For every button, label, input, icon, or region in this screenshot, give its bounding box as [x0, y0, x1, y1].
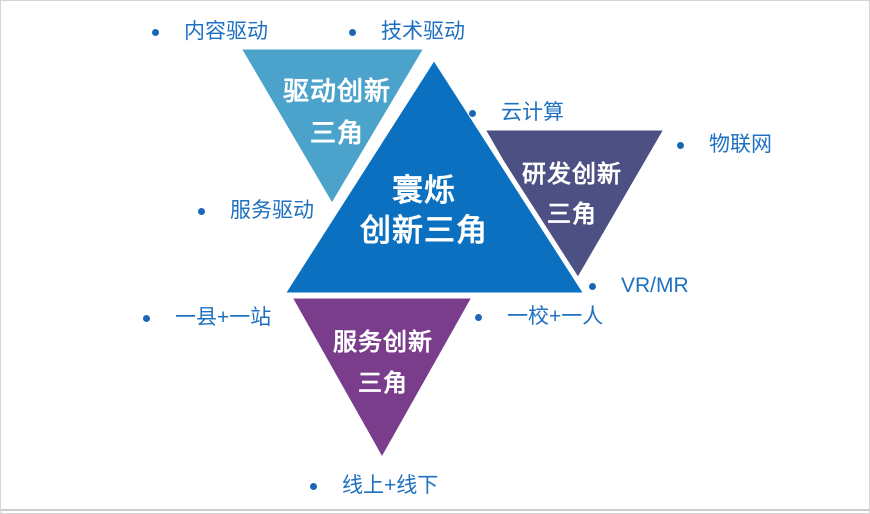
- bullet-icon: [143, 314, 150, 322]
- label-content-drive: 内容驱动: [152, 18, 268, 46]
- bullet-icon: [589, 282, 596, 290]
- triangle-drive-innovation: [233, 44, 432, 212]
- triangle-service-innovation: [284, 293, 480, 467]
- label-vr-mr: VR/MR: [589, 272, 689, 300]
- bullet-icon: [677, 141, 684, 149]
- label-text: 内容驱动: [184, 20, 268, 43]
- bullet-icon: [349, 28, 356, 36]
- label-text: 一县+一站: [175, 306, 272, 329]
- label-cloud-computing: 云计算: [469, 99, 564, 127]
- label-text: VR/MR: [621, 274, 689, 297]
- label-text: 一校+一人: [507, 305, 604, 328]
- label-text: 物联网: [709, 133, 772, 156]
- bullet-icon: [310, 482, 317, 490]
- label-online-offline: 线上+线下: [310, 472, 438, 500]
- bullet-icon: [469, 109, 476, 117]
- label-service-drive: 服务驱动: [198, 197, 314, 225]
- label-county-station: 一县+一站: [143, 304, 271, 332]
- bullet-icon: [198, 207, 205, 215]
- bullet-icon: [152, 28, 159, 36]
- bullet-icon: [475, 313, 482, 321]
- bottom-divider: [1, 509, 869, 511]
- label-iot: 物联网: [677, 131, 772, 159]
- label-tech-drive: 技术驱动: [349, 18, 465, 46]
- triangle-core: [277, 52, 592, 298]
- label-school-person: 一校+一人: [475, 303, 603, 331]
- label-text: 线上+线下: [342, 474, 439, 497]
- label-text: 云计算: [501, 101, 564, 124]
- label-text: 技术驱动: [381, 20, 465, 43]
- label-text: 服务驱动: [230, 199, 314, 222]
